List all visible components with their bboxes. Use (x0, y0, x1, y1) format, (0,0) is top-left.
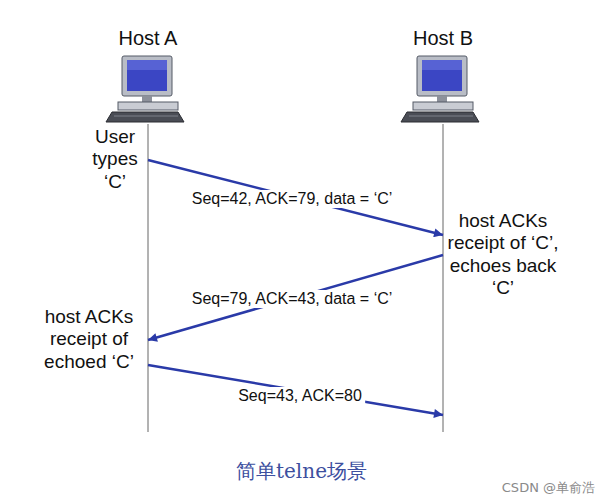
annotation: host ACKs receipt of ‘C’, echoes back ‘C… (447, 210, 559, 300)
timeline (148, 124, 149, 432)
host-node: Host B (407, 26, 480, 50)
host-node: Host A (113, 26, 184, 50)
host-name: Host A (113, 26, 184, 50)
timeline (443, 124, 444, 432)
message-arrow (148, 160, 443, 235)
host-name: Host B (407, 26, 480, 50)
computer-icon (401, 56, 479, 122)
watermark: CSDN @单俞浩 (502, 479, 595, 497)
message-label: Seq=42, ACK=79, data = ‘C’ (189, 190, 396, 208)
message-label: Seq=79, ACK=43, data = ‘C’ (189, 290, 396, 308)
annotation: User types ‘C’ (84, 126, 146, 193)
message-arrow (148, 365, 443, 415)
annotation: host ACKs receipt of echoed ‘C’ (36, 306, 142, 373)
caption: 简单telne场景 (0, 458, 603, 485)
message-arrow (148, 255, 443, 340)
computer-icon (106, 56, 184, 122)
message-label: Seq=43, ACK=80 (235, 387, 365, 405)
